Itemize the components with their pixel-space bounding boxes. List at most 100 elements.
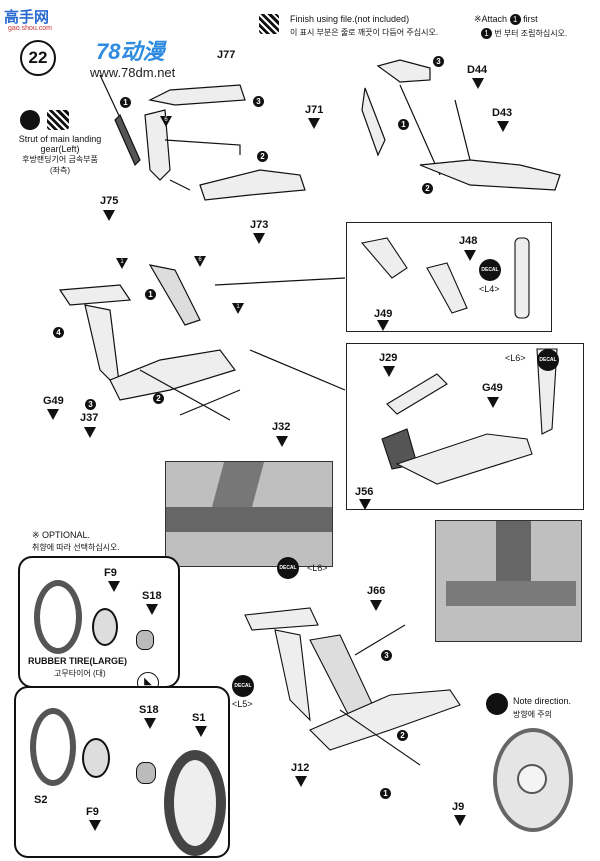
part-J49: J49 <box>374 308 393 320</box>
decal-L4: <L4> <box>479 284 500 294</box>
part-D43: D43 <box>492 107 513 119</box>
photo-wheel-gear <box>435 520 582 642</box>
decal-L6-b: <L6> <box>307 563 328 573</box>
part-J9: J9 <box>452 801 465 813</box>
attach-suffix: first <box>523 14 538 24</box>
part-J56: J56 <box>355 486 374 498</box>
strut-en-2: gear(Left) <box>40 144 80 154</box>
part-J12: J12 <box>291 762 310 774</box>
part-F9-b: F9 <box>86 806 99 818</box>
part-S1-tri <box>195 726 207 737</box>
tri-1-mid-b-num: 1 <box>236 304 240 310</box>
step-2-a: 2 <box>257 151 268 162</box>
part-D43-tri <box>497 121 509 132</box>
step-3-c: 3 <box>85 399 96 410</box>
bulb-icon-direction <box>486 693 508 715</box>
hub-s18-b <box>136 762 156 784</box>
part-J71-tri <box>308 118 320 129</box>
decal-L5: <L5> <box>232 699 253 709</box>
decal-badge-L5: DECAL <box>232 675 254 697</box>
strut-en-1: Strut of main landing <box>18 134 102 144</box>
axle-drawing <box>381 348 558 485</box>
step-2-c: 2 <box>153 393 164 404</box>
part-G49-b: G49 <box>482 382 503 394</box>
part-J32-tri <box>276 436 288 447</box>
rim-f9-a <box>92 608 118 646</box>
photo-gear-bracket <box>166 507 332 532</box>
bulb-icon <box>20 110 40 130</box>
header-finish-kr: 이 표시 부분은 줄로 깨끗이 다듬어 주십시오. <box>290 28 439 37</box>
part-G49-a-tri <box>47 409 59 420</box>
part-J37: J37 <box>80 412 99 424</box>
attach-kr-num-badge: 1 <box>481 28 492 39</box>
part-J12-tri <box>295 776 307 787</box>
step-3-a: 3 <box>253 96 264 107</box>
decal-L6-a: <L6> <box>505 353 526 363</box>
rim-f9-b <box>82 738 110 778</box>
direction-kr: 방향에 주의 <box>513 710 553 719</box>
step-1-b: 1 <box>398 119 409 130</box>
part-J37-tri <box>84 427 96 438</box>
rubber-kr: 고무타이어 (대) <box>54 669 106 678</box>
part-S1: S1 <box>192 712 206 724</box>
part-D44: D44 <box>467 64 488 76</box>
step-3-d: 3 <box>381 650 392 661</box>
part-J73: J73 <box>250 219 269 231</box>
part-J73-tri <box>253 233 265 244</box>
part-J66-tri <box>370 600 382 611</box>
wheel-direction <box>493 728 573 832</box>
part-G49-a: G49 <box>43 395 64 407</box>
direction-en: Note direction. <box>513 696 572 706</box>
strut-kr-2: (좌측) <box>49 166 71 175</box>
bottom-diagram <box>244 607 461 766</box>
part-F9-a-tri <box>108 581 120 592</box>
strut-kr-1: 후방랜딩기어 금속부품 <box>22 155 98 164</box>
detail-box-axle: J29 G49 J56 <L6> DECAL <box>346 343 584 510</box>
part-S18-b: S18 <box>139 704 159 716</box>
optional-kr: 취향에 따라 선택하십시오. <box>32 543 120 552</box>
tri-1-mid-a-num: 1 <box>120 259 124 265</box>
detail-box-shock: J48 J49 DECAL <L4> <box>346 222 552 332</box>
step-2-b: 2 <box>422 183 433 194</box>
photo-gear-detail <box>165 461 333 567</box>
part-J48: J48 <box>459 235 478 247</box>
attach-num-badge: 1 <box>509 14 521 25</box>
hub-s18-a <box>136 630 154 650</box>
part-J49-tri <box>377 320 389 331</box>
tri-1-mid-b: 1 <box>232 303 244 314</box>
part-J71: J71 <box>305 104 324 116</box>
rubber-tire <box>34 580 82 654</box>
step-6-tri-a: 6 <box>160 116 172 127</box>
optional-title: ※ OPTIONAL. <box>32 530 91 540</box>
part-J48-tri <box>464 250 476 261</box>
decal-badge-L4: DECAL <box>479 259 501 281</box>
shock-drawing <box>360 237 530 319</box>
metal-part-icon <box>47 110 69 130</box>
tire-s2 <box>30 708 76 786</box>
watermark-site-cn: 高手网 <box>4 9 50 26</box>
photo-wheel-strut <box>496 521 531 591</box>
part-J75: J75 <box>100 195 119 207</box>
part-J75-tri <box>103 210 115 221</box>
optional-box-rubber: F9 S18 RUBBER TIRE(LARGE) 고무타이어 (대) <box>18 556 180 688</box>
step-3-b: 3 <box>433 56 444 67</box>
header-file-icon <box>259 14 279 34</box>
part-J66: J66 <box>367 585 386 597</box>
part-F9-a: F9 <box>104 567 117 579</box>
step-4-a: 4 <box>53 327 64 338</box>
step-6-tri-a-num: 6 <box>164 117 168 123</box>
part-S18-a-tri <box>146 604 158 615</box>
part-J29-tri <box>383 366 395 377</box>
part-J9-tri <box>454 815 466 826</box>
tri-6-mid-num: 6 <box>198 257 202 263</box>
wheel-direction-hub <box>517 764 547 794</box>
part-J32: J32 <box>272 421 291 433</box>
part-J77: J77 <box>217 49 236 61</box>
optional-box-plastic: S18 S1 S2 F9 <box>14 686 230 858</box>
part-S2: S2 <box>34 794 48 806</box>
step-1-a: 1 <box>120 97 131 108</box>
step-1-c: 1 <box>145 289 156 300</box>
photo-wheel-axle <box>446 581 576 606</box>
middle-diagram <box>58 264 346 421</box>
header-attach: ※Attach 1 first <box>474 14 538 25</box>
